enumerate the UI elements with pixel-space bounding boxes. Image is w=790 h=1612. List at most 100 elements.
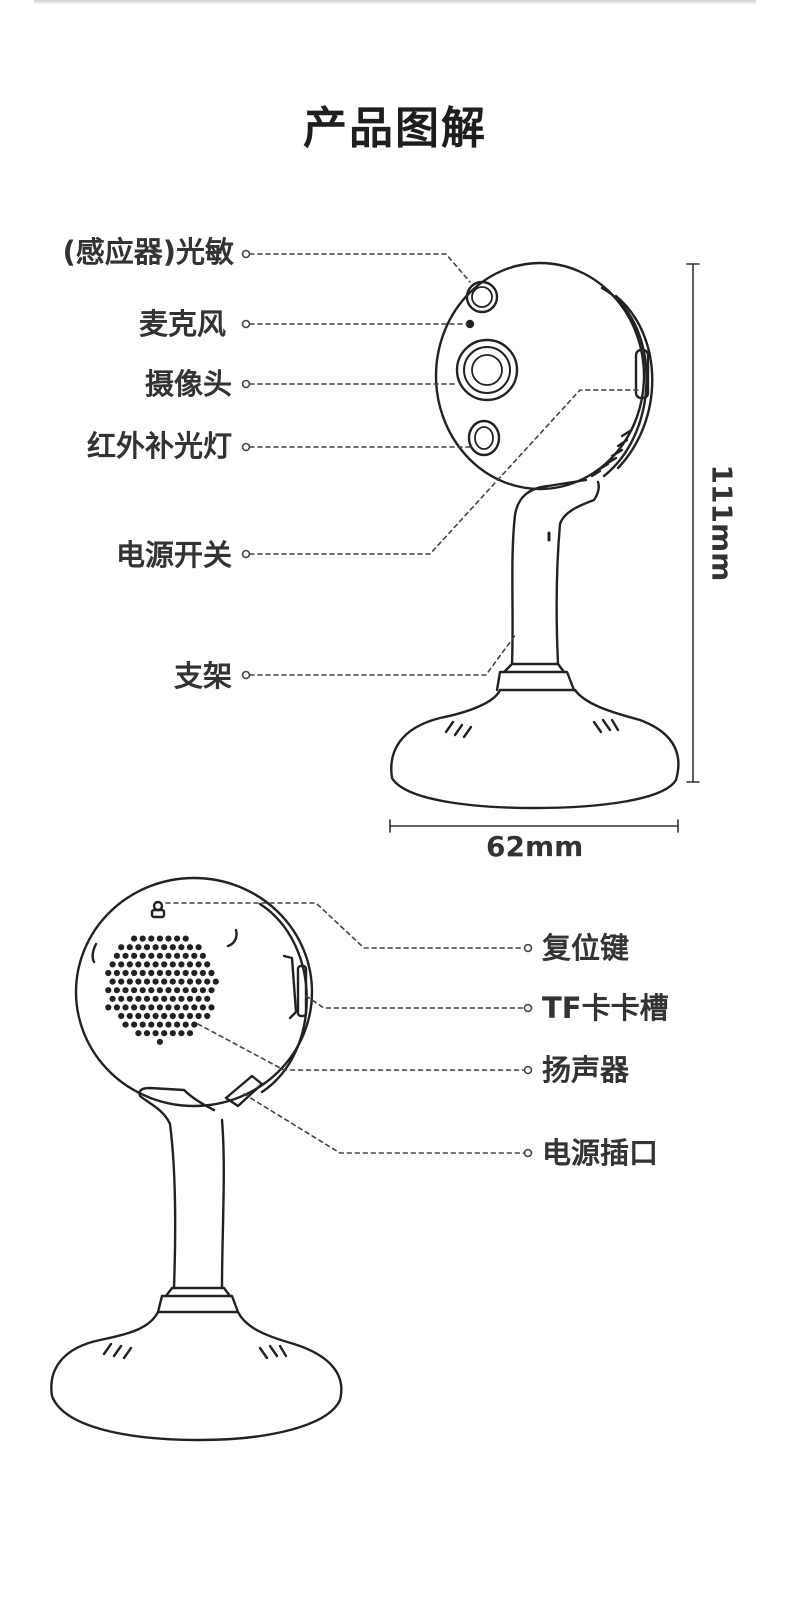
speaker-hole <box>186 1012 194 1020</box>
page-title: 产品图解 <box>303 103 487 154</box>
speaker-hole <box>212 978 219 985</box>
front-head <box>434 261 646 491</box>
speaker-hole <box>152 1030 159 1037</box>
speaker-hole <box>186 961 194 968</box>
speaker-hole <box>178 1012 185 1020</box>
speaker-hole <box>126 1012 133 1020</box>
back-head <box>74 876 314 1108</box>
speaker-hole <box>191 952 198 959</box>
speaker-hole <box>182 935 189 942</box>
speaker-hole <box>161 1030 168 1037</box>
speaker-hole <box>169 1030 176 1037</box>
speaker-hole <box>161 944 168 951</box>
power-port-icon <box>224 1074 264 1108</box>
speaker-hole <box>152 995 159 1002</box>
speaker-hole <box>182 1021 189 1028</box>
speaker-hole <box>143 961 151 968</box>
speaker-hole <box>182 969 189 977</box>
speaker-hole <box>191 969 198 977</box>
label-reset-button: 复位键 <box>542 931 630 965</box>
tf-slot-icon <box>282 954 298 1020</box>
speaker-hole <box>143 995 151 1002</box>
speaker-hole <box>195 978 202 985</box>
label-light-sensor: (感应器)光敏 <box>62 235 234 269</box>
speaker-hole <box>174 952 181 959</box>
speaker-hole <box>156 987 163 994</box>
speaker-hole <box>208 969 215 977</box>
label-ir-light: 红外补光灯 <box>86 429 232 463</box>
speaker-hole <box>161 995 168 1002</box>
speaker-hole <box>204 961 211 968</box>
speaker-hole <box>195 961 202 968</box>
ir-light-icon <box>467 419 501 457</box>
speaker-hole <box>156 952 163 959</box>
speaker-hole <box>174 1021 181 1028</box>
speaker-hole <box>122 952 129 959</box>
back-base <box>50 1310 343 1442</box>
speaker-hole <box>174 1004 181 1011</box>
speaker-hole <box>182 1004 189 1011</box>
speaker-hole <box>165 952 172 959</box>
speaker-hole <box>118 1012 125 1020</box>
speaker-hole <box>161 1012 168 1020</box>
speaker-hole <box>169 944 176 951</box>
speaker-hole <box>169 961 176 968</box>
speaker-hole <box>208 987 215 994</box>
speaker-hole <box>156 1038 163 1045</box>
speaker-hole <box>135 978 142 985</box>
speaker-hole <box>156 1021 163 1028</box>
label-speaker: 扬声器 <box>542 1053 630 1087</box>
speaker-hole <box>118 961 125 968</box>
speaker-hole <box>118 995 125 1002</box>
speaker-hole <box>113 1004 120 1011</box>
speaker-hole <box>174 987 181 994</box>
speaker-hole <box>143 978 151 985</box>
dimension-lines <box>389 263 700 833</box>
speaker-hole <box>135 961 142 968</box>
speaker-hole <box>182 987 189 994</box>
speaker-hole <box>135 944 142 951</box>
speaker-hole <box>139 1021 146 1028</box>
speaker-hole <box>131 1004 138 1011</box>
speaker-hole <box>109 961 116 968</box>
speaker-hole <box>156 1004 163 1011</box>
speaker-hole <box>122 1004 129 1011</box>
label-microphone: 麦克风 <box>138 307 226 341</box>
front-base <box>390 688 680 810</box>
speaker-hole <box>135 1012 142 1020</box>
speaker-hole <box>208 1004 215 1011</box>
speaker-hole <box>174 935 181 942</box>
speaker-hole <box>139 952 146 959</box>
speaker-hole <box>199 969 206 977</box>
speaker-hole <box>126 944 133 951</box>
speaker-hole <box>174 969 181 977</box>
speaker-hole <box>152 978 159 985</box>
speaker-hole <box>195 1012 202 1020</box>
speaker-hole <box>148 969 155 977</box>
speaker-hole <box>131 952 138 959</box>
speaker-hole <box>186 978 194 985</box>
speaker-hole <box>156 935 163 942</box>
top-divider <box>34 0 756 4</box>
speaker-hole <box>169 978 176 985</box>
speaker-hole <box>191 1021 198 1028</box>
speaker-hole <box>131 935 138 942</box>
speaker-hole <box>161 961 168 968</box>
speaker-hole <box>126 978 133 985</box>
back-leader-lines <box>165 902 533 1158</box>
label-camera: 摄像头 <box>144 367 232 401</box>
speaker-hole <box>105 987 112 994</box>
speaker-hole <box>199 987 206 994</box>
light-sensor-icon <box>465 280 499 314</box>
speaker-hole <box>148 935 155 942</box>
speaker-hole <box>122 987 129 994</box>
speaker-hole <box>156 969 163 977</box>
speaker-hole <box>204 1012 211 1020</box>
speaker-hole <box>195 944 202 951</box>
speaker-grille <box>105 935 219 1045</box>
speaker-hole <box>135 995 142 1002</box>
speaker-hole <box>122 1021 129 1028</box>
speaker-hole <box>165 987 172 994</box>
speaker-hole <box>118 978 125 985</box>
